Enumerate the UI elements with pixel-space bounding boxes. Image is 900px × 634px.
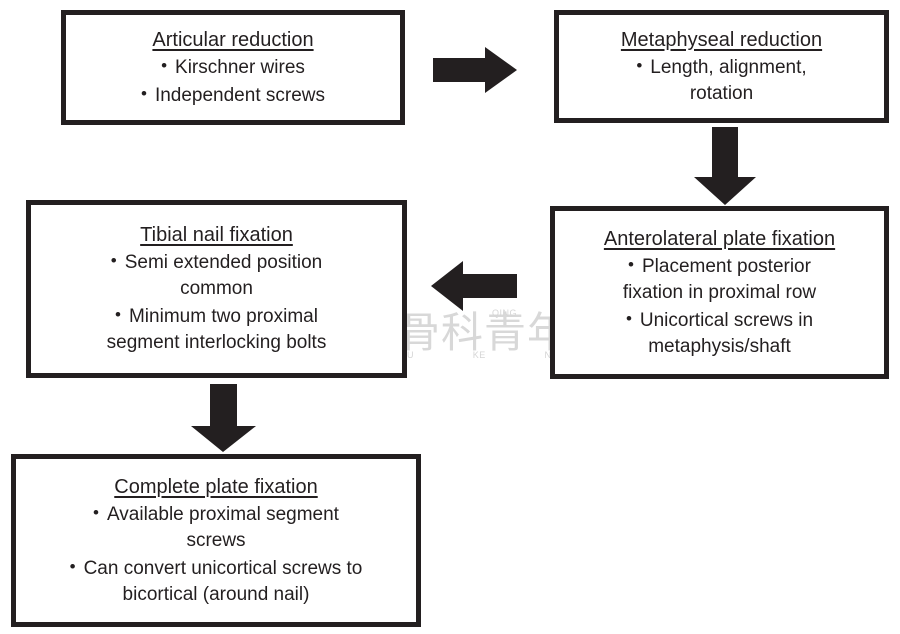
node-bullet-list: • Available proximal segment screws • Can …: [16, 500, 416, 608]
node-anterolateral-plate-fixation: Anterolateral plate fixation • Placement …: [550, 206, 889, 379]
bullet-text: Placement posterior: [641, 255, 811, 277]
node-bullet-list: • Semi extended position common • Minimum …: [31, 248, 402, 356]
node-title: Metaphyseal reduction: [620, 28, 823, 51]
arrow-down-icon: [694, 127, 756, 205]
bullet-text: Can convert unicortical screws to: [83, 557, 363, 579]
bullet-text: Available proximal segment: [106, 503, 339, 525]
arrow-left-icon: [431, 261, 517, 311]
bullet-glyph: •: [636, 55, 643, 75]
bullet-glyph: •: [93, 502, 99, 522]
list-item: • Length, alignment, rotation: [559, 53, 884, 107]
bullet-line-cont: bicortical (around nail): [122, 583, 310, 605]
watermark: 骨科青年 QING CU KE NIAN: [398, 308, 571, 372]
bullet-line-cont: metaphysis/shaft: [648, 335, 791, 357]
bullet-line: • Minimum two proximal: [37, 302, 396, 330]
node-title: Articular reduction: [152, 28, 314, 51]
node-articular-reduction: Articular reduction • Kirschner wires • In…: [61, 10, 405, 125]
node-bullet-list: • Placement posterior fixation in proxima…: [555, 252, 884, 360]
bullet-line-cont: fixation in proximal row: [622, 281, 817, 303]
node-title: Tibial nail fixation: [140, 224, 293, 246]
bullet-line-cont: common: [180, 278, 253, 299]
bullet-glyph: •: [161, 55, 168, 75]
bullet-text: Minimum two proximal: [128, 306, 318, 327]
bullet-line-cont: segment interlocking bolts: [106, 332, 327, 353]
bullet-text: Independent screws: [154, 84, 325, 106]
node-bullet-list: • Length, alignment, rotation: [559, 53, 884, 107]
bullet-glyph: •: [628, 254, 634, 274]
bullet-text: Kirschner wires: [175, 56, 305, 78]
watermark-pinyin-1: KE: [472, 350, 486, 360]
bullet-glyph: •: [69, 556, 76, 576]
bullet-line: • Placement posterior: [561, 252, 878, 280]
bullet-glyph: •: [110, 251, 117, 270]
bullet-glyph: •: [140, 83, 147, 103]
list-item: • Available proximal segment screws: [16, 500, 416, 554]
node-bullet-list: • Kirschner wires • Independent screws: [66, 53, 400, 109]
arrow-right-icon: [433, 47, 517, 93]
list-item: • Independent screws: [66, 81, 400, 109]
node-title: Complete plate fixation: [114, 475, 318, 498]
list-item: • Minimum two proximal segment interlocki…: [31, 302, 402, 356]
bullet-glyph: •: [625, 308, 632, 328]
bullet-line: • Can convert unicortical screws to: [22, 554, 410, 582]
bullet-line: • Kirschner wires: [72, 53, 394, 81]
arrow-down-icon: [191, 384, 256, 452]
node-title: Anterolateral plate fixation: [603, 227, 836, 250]
node-tibial-nail-fixation: Tibial nail fixation • Semi extended posi…: [26, 200, 407, 378]
list-item: • Semi extended position common: [31, 248, 402, 302]
watermark-hanzi: 骨科青年: [398, 308, 571, 357]
bullet-text: Unicortical screws in: [639, 309, 814, 331]
bullet-text: Semi extended position: [124, 252, 323, 273]
list-item: • Kirschner wires: [66, 53, 400, 81]
list-item: • Can convert unicortical screws to bicor…: [16, 554, 416, 608]
bullet-glyph: •: [115, 305, 121, 324]
bullet-line-cont: screws: [186, 529, 246, 551]
list-item: • Unicortical screws in metaphysis/shaft: [555, 306, 884, 360]
bullet-line: • Independent screws: [72, 81, 394, 109]
node-metaphyseal-reduction: Metaphyseal reduction • Length, alignment…: [554, 10, 889, 123]
bullet-line: • Available proximal segment: [22, 500, 410, 528]
list-item: • Placement posterior fixation in proxima…: [555, 252, 884, 306]
bullet-line: • Unicortical screws in: [561, 306, 878, 334]
bullet-text: Length, alignment,: [650, 56, 807, 78]
bullet-line-cont: rotation: [689, 82, 754, 104]
node-complete-plate-fixation: Complete plate fixation • Available proxi…: [11, 454, 421, 627]
bullet-line: • Semi extended position: [37, 248, 396, 276]
watermark-pinyin: CU KE NIAN: [400, 350, 568, 360]
bullet-line: • Length, alignment,: [565, 53, 878, 81]
